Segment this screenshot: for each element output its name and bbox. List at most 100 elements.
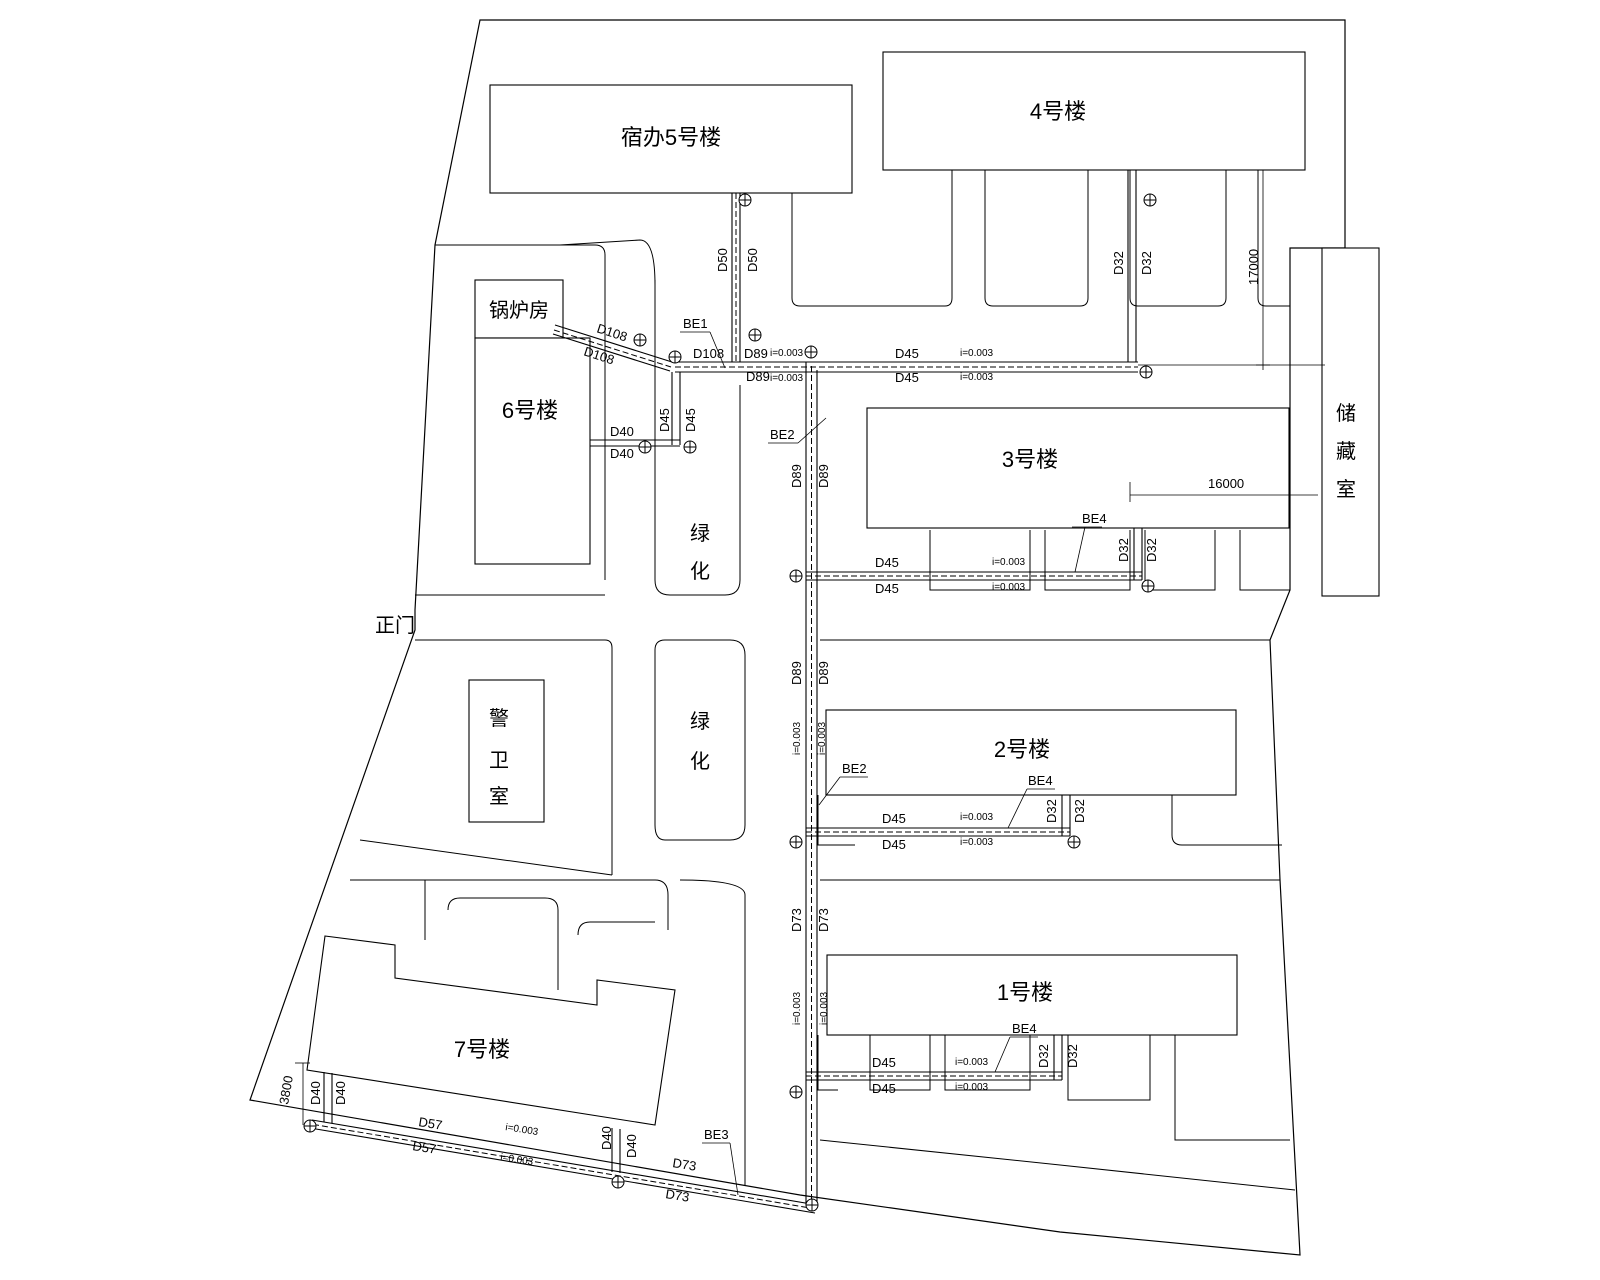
building-6 bbox=[474, 337, 591, 565]
slope-label: i=0.003 bbox=[792, 991, 803, 1025]
pipe-label-d73-b: D73 bbox=[816, 908, 831, 932]
pipe-label-d45-a: D45 bbox=[895, 346, 919, 361]
tag-be4-a: BE4 bbox=[1082, 511, 1107, 526]
pipe-label-d45-c: D45 bbox=[657, 408, 672, 432]
equipment-tags: BE1 BE2 BE4 BE2 BE4 BE4 BE3 bbox=[680, 316, 1107, 1196]
slope-label: i=0.003 bbox=[960, 812, 994, 823]
pipe-label-d45-f: D45 bbox=[875, 581, 899, 596]
green-area-1-label-2: 化 bbox=[690, 560, 710, 583]
slope-label: i=0.003 bbox=[505, 1122, 540, 1138]
main-gate-label: 正门 bbox=[375, 614, 415, 637]
pipe-label-d45-d: D45 bbox=[683, 408, 698, 432]
tag-be4-c: BE4 bbox=[1012, 1021, 1037, 1036]
pipe-label-d73-d: D73 bbox=[665, 1186, 691, 1205]
guard-room bbox=[468, 679, 545, 823]
slope-label: i=0.003 bbox=[955, 1057, 989, 1068]
pipe-label-d45-i: D45 bbox=[872, 1055, 896, 1070]
slope-label: i=0.003 bbox=[817, 721, 828, 755]
building-4 bbox=[882, 51, 1306, 171]
storage-label-2: 藏 bbox=[1336, 440, 1356, 463]
pipe-label-d40-c: D40 bbox=[308, 1081, 323, 1105]
pipe-label-d50-a: D50 bbox=[715, 248, 730, 272]
tag-be1: BE1 bbox=[683, 316, 708, 331]
green-area-2-label-2: 化 bbox=[690, 750, 710, 773]
tag-be2-a: BE2 bbox=[770, 427, 795, 442]
slope-label: i=0.003 bbox=[819, 991, 830, 1025]
pipe-label-d45-b: D45 bbox=[895, 370, 919, 385]
slope-label: i=0.003 bbox=[992, 582, 1026, 593]
building-3-label: 3号楼 bbox=[1002, 447, 1058, 472]
dimensions: 17000 16000 3800 bbox=[276, 170, 1318, 1125]
slope-label: i=0.003 bbox=[992, 557, 1026, 568]
pipe-label-d40-f: D40 bbox=[624, 1134, 639, 1158]
pipe-label-d57-a: D57 bbox=[418, 1114, 444, 1133]
pipe-label-d57-b: D57 bbox=[412, 1138, 438, 1157]
tag-be4-b: BE4 bbox=[1028, 773, 1053, 788]
building-2 bbox=[825, 709, 1237, 796]
pipe-label-d32-g: D32 bbox=[1036, 1044, 1051, 1068]
slope-label: i=0.003 bbox=[960, 837, 994, 848]
pipe-label-d32-b: D32 bbox=[1139, 251, 1154, 275]
pipe-label-d32-e: D32 bbox=[1044, 799, 1059, 823]
pipe-label-d45-g: D45 bbox=[882, 811, 906, 826]
storage-room bbox=[1321, 247, 1380, 597]
slope-label: i=0.003 bbox=[955, 1082, 989, 1093]
building-4-label: 4号楼 bbox=[1030, 99, 1086, 124]
slope-labels: i=0.003 i=0.003 i=0.003 i=0.003 i=0.003 … bbox=[500, 348, 1026, 1168]
pipe-label-d32-d: D32 bbox=[1144, 538, 1159, 562]
boiler-room bbox=[474, 279, 564, 339]
building-3 bbox=[866, 407, 1290, 529]
heating-pipes bbox=[309, 170, 1325, 1214]
building-5 bbox=[489, 84, 853, 194]
tag-be2-b: BE2 bbox=[842, 761, 867, 776]
building-6-label: 6号楼 bbox=[502, 398, 558, 423]
pipe-label-d32-f: D32 bbox=[1072, 799, 1087, 823]
pipe-label-d89-c: D89 bbox=[789, 464, 804, 488]
pipe-label-d108-c: D108 bbox=[693, 346, 724, 361]
pipe-label-d50-b: D50 bbox=[745, 248, 760, 272]
pipe-label-d40-d: D40 bbox=[333, 1081, 348, 1105]
tag-be3: BE3 bbox=[704, 1127, 729, 1142]
pipe-label-d40-e: D40 bbox=[599, 1126, 614, 1150]
building-5-label: 宿办5号楼 bbox=[621, 125, 721, 150]
building-2-label: 2号楼 bbox=[994, 737, 1050, 762]
boiler-room-label: 锅炉房 bbox=[489, 299, 549, 322]
building-7-label: 7号楼 bbox=[454, 1037, 510, 1062]
dimension-16000: 16000 bbox=[1208, 476, 1244, 491]
pipe-label-d89-a: D89 bbox=[744, 346, 768, 361]
pipe-label-d40-b: D40 bbox=[610, 446, 634, 461]
pipe-label-d89-f: D89 bbox=[816, 661, 831, 685]
pipe-label-d89-e: D89 bbox=[789, 661, 804, 685]
pipe-label-d73-a: D73 bbox=[789, 908, 804, 932]
pipe-label-d32-h: D32 bbox=[1065, 1044, 1080, 1068]
green-area-2-label-1: 绿 bbox=[690, 710, 710, 733]
pipe-label-d45-j: D45 bbox=[872, 1081, 896, 1096]
guard-label-1: 警 bbox=[489, 707, 509, 730]
guard-label-2: 卫 bbox=[489, 750, 509, 772]
slope-label: i=0.003 bbox=[500, 1152, 535, 1168]
building-1 bbox=[826, 954, 1238, 1036]
building-7 bbox=[306, 935, 676, 1126]
storage-label-1: 储 bbox=[1336, 402, 1356, 425]
guard-label-3: 室 bbox=[489, 785, 509, 808]
slope-label: i=0.003 bbox=[792, 721, 803, 755]
pipe-label-d40-a: D40 bbox=[610, 424, 634, 439]
pipe-label-d73-c: D73 bbox=[672, 1155, 698, 1174]
roads bbox=[350, 170, 1296, 1191]
buildings: 宿办5号楼 4号楼 锅炉房 6号楼 3号楼 储 藏 室 2号楼 警 卫 室 绿 … bbox=[306, 51, 1380, 1126]
pipe-label-d89-b: D89 bbox=[746, 369, 770, 384]
pipe-labels: D108 D108 D108 D89 D89 D45 D45 D50 D50 D… bbox=[308, 248, 1159, 1205]
pipe-label-d45-h: D45 bbox=[882, 837, 906, 852]
slope-label: i=0.003 bbox=[960, 372, 994, 383]
pipe-label-d45-e: D45 bbox=[875, 555, 899, 570]
storage-label-3: 室 bbox=[1336, 478, 1356, 501]
slope-label: i=0.003 bbox=[770, 373, 804, 384]
building-1-label: 1号楼 bbox=[997, 980, 1053, 1005]
pipe-label-d89-d: D89 bbox=[816, 464, 831, 488]
slope-label: i=0.003 bbox=[960, 348, 994, 359]
pipe-label-d32-a: D32 bbox=[1111, 251, 1126, 275]
pipe-label-d32-c: D32 bbox=[1116, 538, 1131, 562]
pipe-anchors bbox=[303, 193, 1157, 1212]
dimension-3800: 3800 bbox=[276, 1074, 296, 1105]
